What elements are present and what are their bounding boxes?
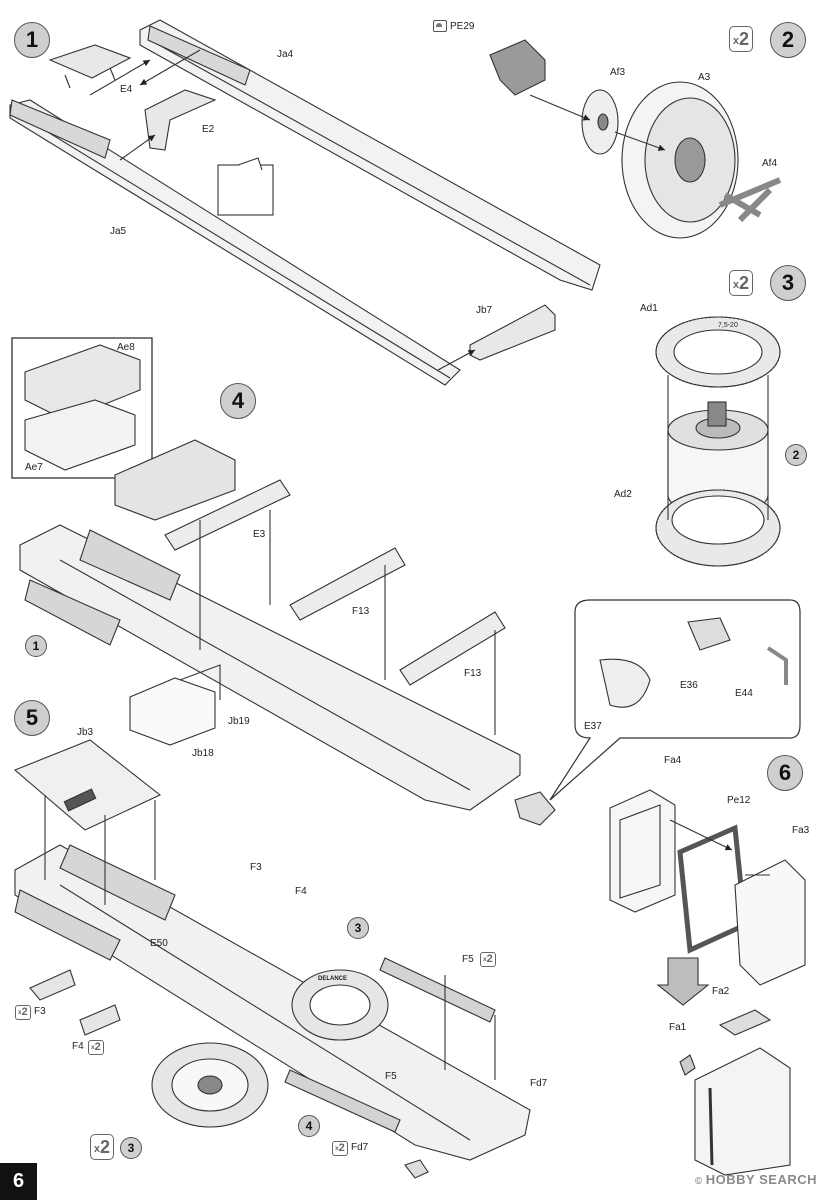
chassis-frame-step4 [19,524,521,811]
part-f3 [29,969,76,1001]
label-pe29: PE29 [433,20,474,32]
label-jb7: Jb7 [476,305,493,316]
label-f5-lower: F5 [385,1071,397,1082]
frame-rail-ja5 [9,99,461,386]
part-fa4 [609,789,676,913]
part-a3-drum [621,81,739,239]
label-fd7-lower: Fd7 [351,1142,369,1153]
label-ja5: Ja5 [110,226,127,237]
multiplier-f5: x2 [480,952,496,967]
part-fd7 [404,1159,429,1179]
step-number-6: 6 [767,755,803,791]
watermark: ©HOBBY SEARCH [694,1172,817,1187]
label-tire-brand: DELANCE [318,976,348,982]
label-f3-upper: F3 [250,862,262,873]
part-e37 [599,658,651,708]
multiplier-step2: x2 [729,26,754,52]
part-e44 [766,646,788,685]
part-fa3 [734,859,806,986]
label-fa2: Fa2 [712,986,730,997]
part-af4 [718,177,782,223]
part-ad1-tire [655,316,781,388]
label-e4: E4 [120,84,133,95]
attach-lamp-e36 [514,791,556,826]
ref-step-1: 1 [25,635,47,657]
label-tire-size: 7,5-20 [718,322,738,329]
step-number-5: 5 [14,700,50,736]
part-ad2-tire [655,489,781,567]
bracket-f13-a [289,547,406,621]
multiplier-f3: x2 [15,1005,31,1020]
floor-plate-jb3 [13,739,162,831]
label-e3: E3 [253,529,266,540]
chassis-frame-step5 [14,844,531,1161]
label-f13-a: F13 [352,606,370,617]
bracket-e3 [164,479,291,551]
leaf-spring-f5-front [284,1069,401,1133]
ref-step-2: 2 [785,444,807,466]
part-pe29 [489,39,546,96]
label-a3: A3 [698,72,711,83]
label-pe12: Pe12 [727,795,751,806]
label-ae7: Ae7 [25,462,43,473]
label-e50: E50 [150,938,168,949]
label-ja4: Ja4 [277,49,294,60]
bracket-f13-b [399,611,506,686]
frame-rail-ja4 [139,19,601,291]
label-f13-b: F13 [464,668,482,679]
label-jb3: Jb3 [77,727,94,738]
label-fa4: Fa4 [664,755,682,766]
tank-on-chassis [114,439,236,521]
step6-down-arrow [656,957,710,1006]
label-e2: E2 [202,124,215,135]
part-e36 [687,617,731,651]
ref-step-3-a: 3 [347,917,369,939]
label-jb19: Jb19 [228,716,250,727]
part-ae8 [24,344,141,421]
label-f5-upper: F5 [462,954,474,965]
page-number: 6 [0,1163,37,1200]
part-fa1 [679,1054,696,1076]
step-number-3: 3 [770,265,806,301]
label-f4-upper: F4 [295,886,307,897]
label-af4: Af4 [762,158,778,169]
spare-wheel-right [291,969,389,1041]
label-f3-lower: F3 [34,1006,46,1017]
part-e4 [48,44,132,89]
multiplier-wheel: x2 [90,1134,115,1160]
label-ad2: Ad2 [614,489,632,500]
photo-etch-icon [433,20,447,32]
label-fa1: Fa1 [669,1022,687,1033]
multiplier-fd7: x2 [332,1141,348,1156]
jerrycan-assembled [694,1047,791,1176]
part-ae7 [24,399,136,471]
label-e44: E44 [735,688,753,699]
part-fa2 [718,1009,772,1036]
multiplier-f4: x2 [88,1040,104,1055]
part-f4 [79,1004,121,1036]
label-fa3: Fa3 [792,825,810,836]
part-af3 [581,89,619,155]
battery-box-jb18-jb19 [129,664,221,746]
step-number-4: 4 [220,383,256,419]
label-af3: Af3 [610,67,626,78]
multiplier-step3: x2 [729,270,754,296]
label-ae8: Ae8 [117,342,135,353]
part-e2 [144,89,217,151]
step-number-1: 1 [14,22,50,58]
leaf-spring-f5-rear [379,957,496,1023]
spare-wheel-left [151,1042,269,1128]
label-jb18: Jb18 [192,748,214,759]
ref-step-4: 4 [298,1115,320,1137]
label-fd7-upper: Fd7 [530,1078,548,1089]
step-number-2: 2 [770,22,806,58]
label-e36: E36 [680,680,698,691]
label-e37: E37 [584,721,602,732]
label-ad1: Ad1 [640,303,658,314]
ref-step-3-b: 3 [120,1137,142,1159]
label-f4-lower: F4 [72,1041,84,1052]
